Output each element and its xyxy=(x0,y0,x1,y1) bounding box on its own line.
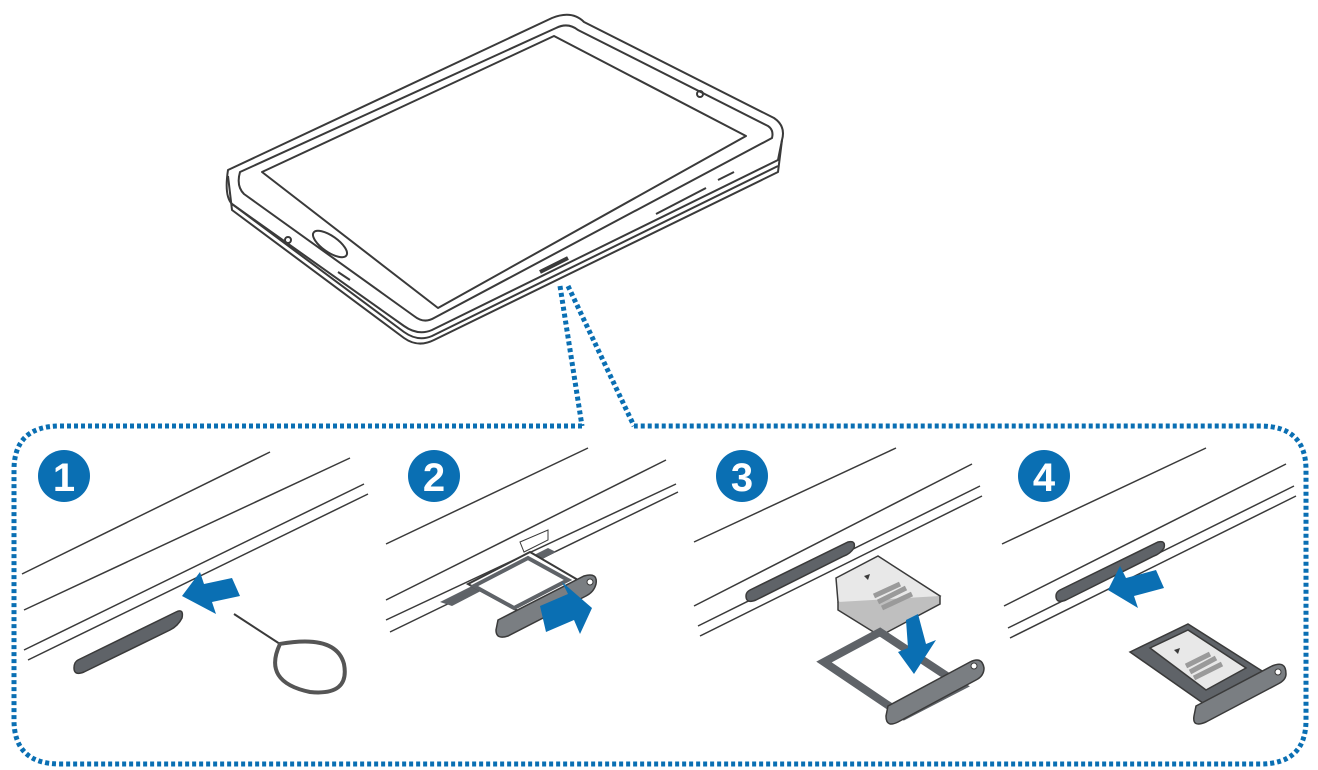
step-1-panel: 1 xyxy=(21,450,369,695)
sim-tray-slot xyxy=(745,540,856,603)
arrow-icon xyxy=(898,614,936,674)
sim-tray-slot xyxy=(1055,540,1166,603)
callout-connector xyxy=(11,284,1309,767)
step-number-4: 4 xyxy=(1033,456,1056,500)
ejection-pin-icon xyxy=(233,613,347,695)
step-badge-3 xyxy=(716,450,768,502)
step-number-3: 3 xyxy=(731,456,753,500)
sim-tray-slot xyxy=(73,610,184,675)
arrow-icon xyxy=(182,572,240,614)
step-2-panel: 2 xyxy=(385,447,679,638)
memory-card-icon xyxy=(835,555,942,637)
step-badge-2 xyxy=(408,450,460,502)
step-3-panel: 3 xyxy=(693,447,985,725)
tablet-illustration xyxy=(225,13,784,345)
arrow-icon xyxy=(1108,566,1164,608)
step-number-2: 2 xyxy=(423,456,445,500)
sim-tray-icon xyxy=(1128,623,1287,725)
step-badge-4 xyxy=(1018,450,1070,502)
sim-tray-icon xyxy=(816,627,985,725)
step-4-panel: 4 xyxy=(1001,447,1297,725)
step-badge-1 xyxy=(38,450,90,502)
arrow-icon xyxy=(540,582,592,634)
step-number-1: 1 xyxy=(53,456,75,500)
